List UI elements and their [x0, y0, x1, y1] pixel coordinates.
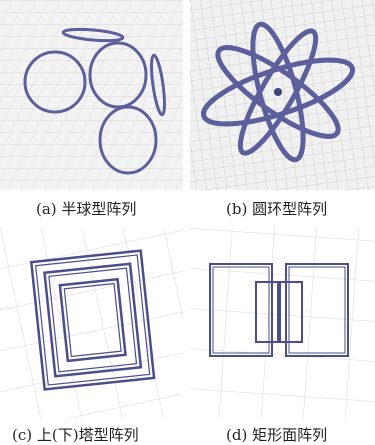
caption-c: (c) 上(下)塔型阵列: [12, 426, 139, 444]
coil-ring-top: [61, 27, 125, 43]
coil-ring-left: [23, 50, 87, 114]
coil-rect-inner-right: [279, 281, 303, 343]
caption-d: (d) 矩形面阵列: [226, 426, 328, 444]
coil-ring-3: [250, 21, 306, 163]
coil-square-middle: [43, 262, 143, 378]
coil-square-inner: [58, 277, 127, 363]
coil-ring-bottom: [98, 105, 158, 175]
panel-c-tower-array: [0, 228, 183, 418]
coil-rect-inner-left: [255, 281, 279, 343]
coil-ring-center: [88, 41, 148, 109]
panel-b-ring-array: [190, 0, 375, 190]
coil-ring-4: [237, 28, 319, 156]
caption-b: (b) 圆环型阵列: [226, 200, 328, 218]
caption-a: (a) 半球型阵列: [36, 200, 137, 218]
panel-d-rectangular-array: [190, 228, 375, 418]
coil-ring-right: [150, 53, 166, 117]
panel-a-hemisphere-array: [0, 0, 183, 190]
coil-square-outer: [29, 249, 156, 391]
